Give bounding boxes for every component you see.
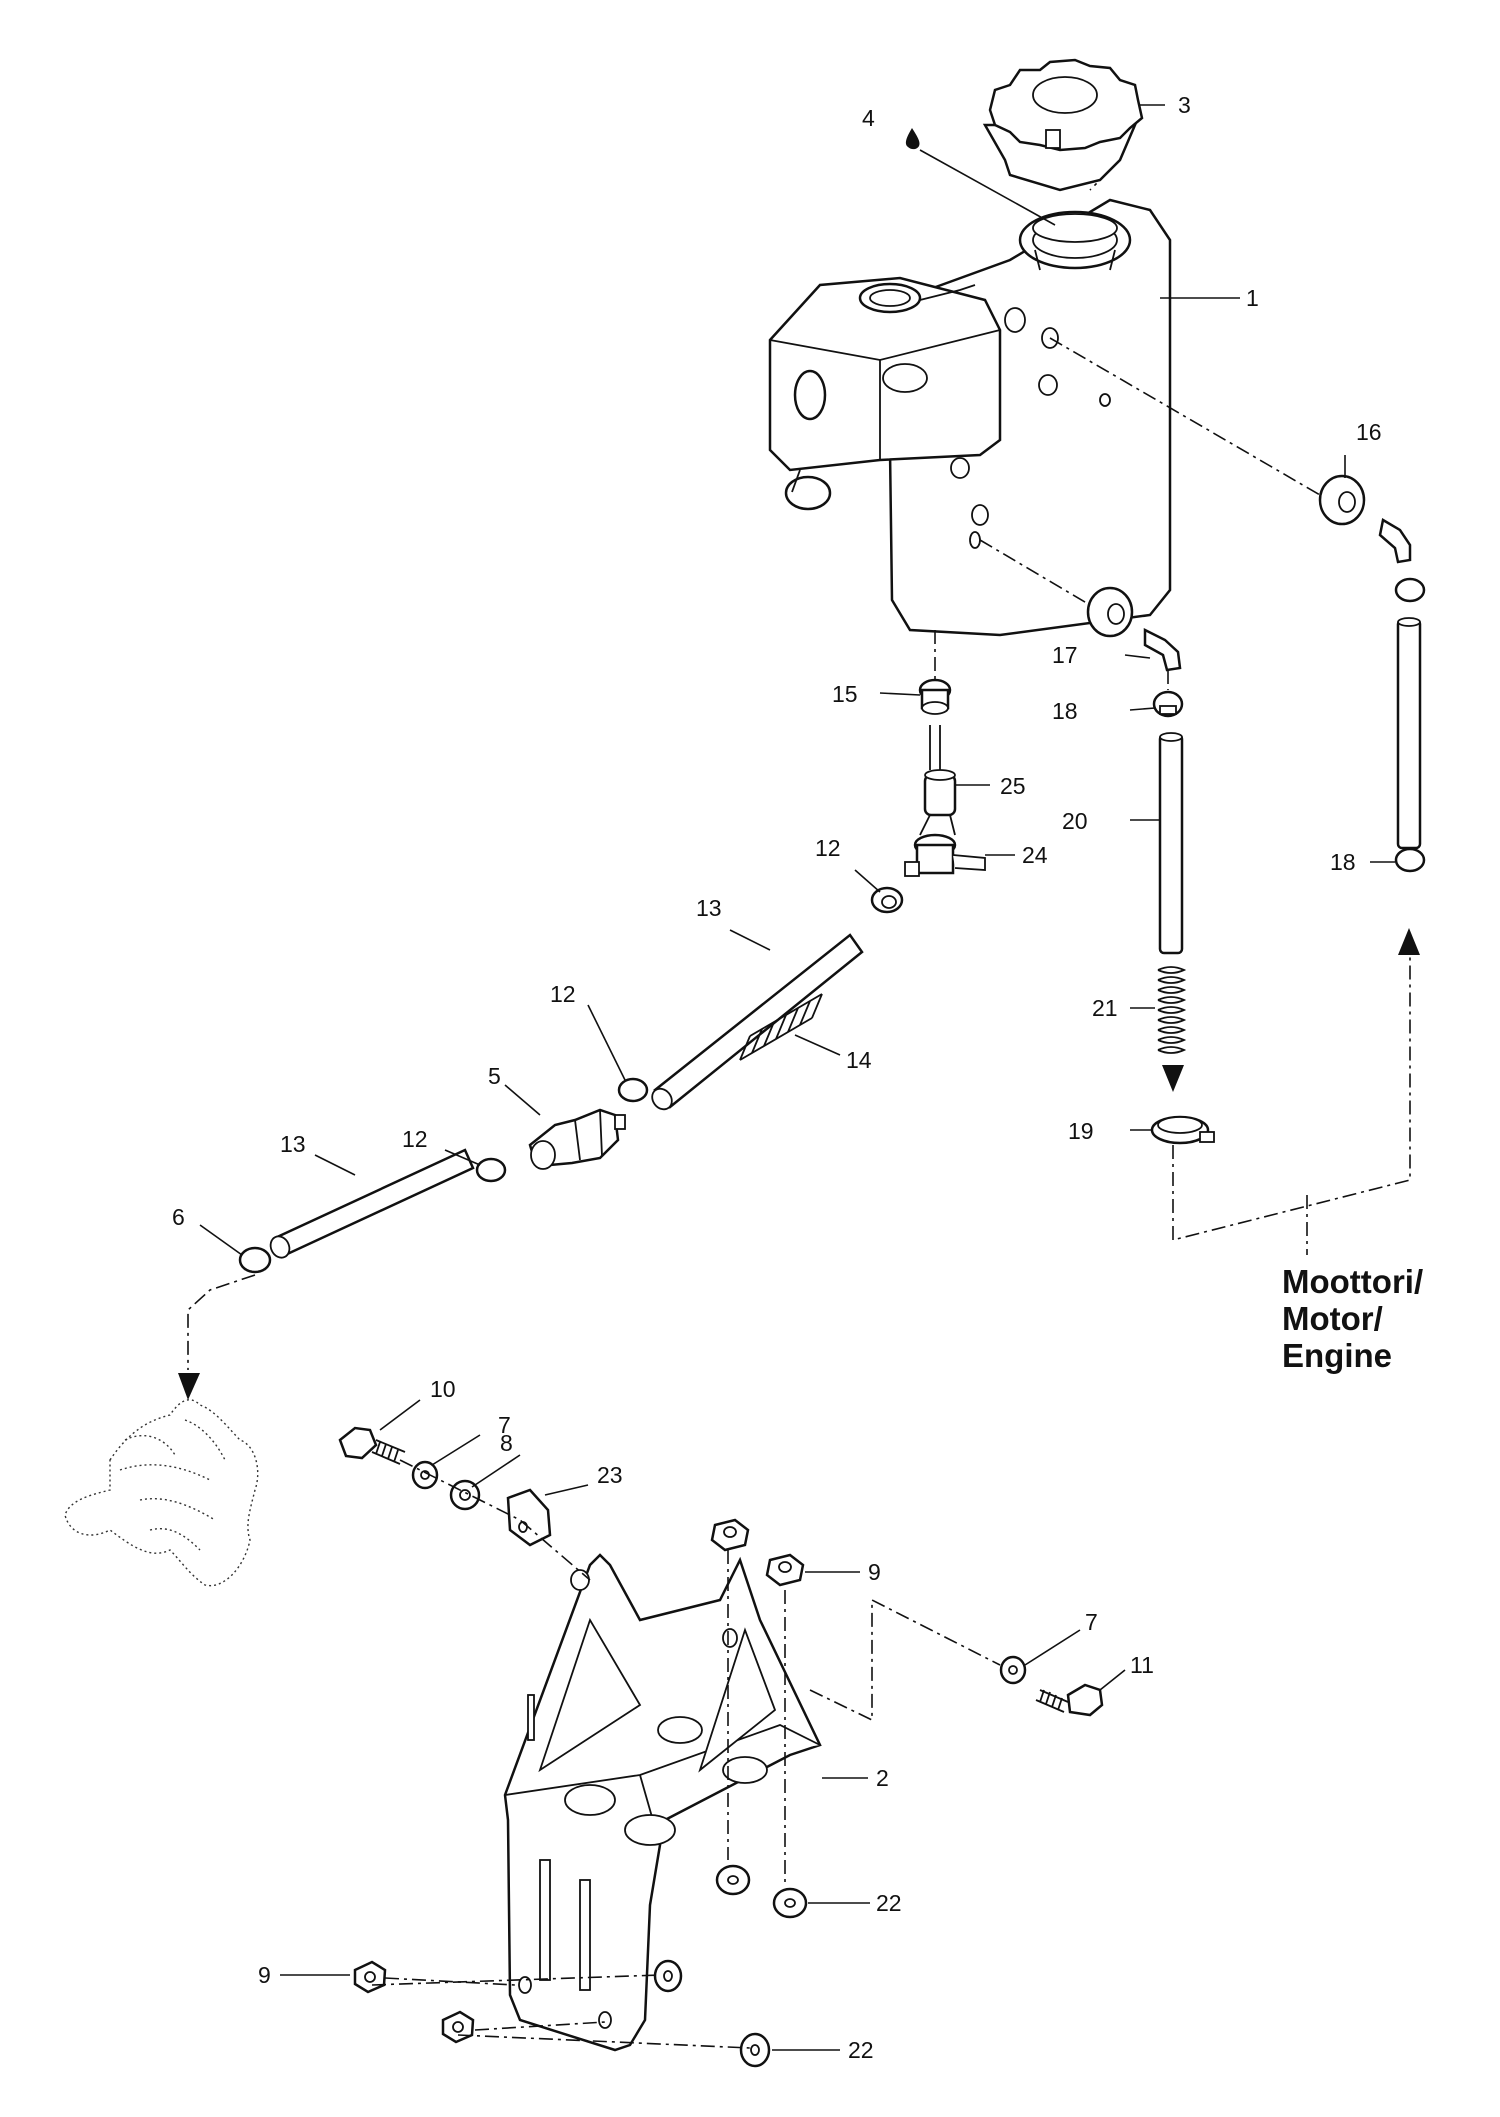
callout-20: 20 bbox=[1062, 808, 1088, 834]
callout-9-upper: 9 bbox=[868, 1559, 881, 1585]
arrow-down-icon-engine-side bbox=[178, 1373, 200, 1400]
elbow-fitting-upper bbox=[1378, 518, 1412, 564]
callout-numbers: 1 3 4 16 17 18 18 20 21 19 15 25 24 12 1… bbox=[172, 92, 1382, 2063]
hose-20-left bbox=[1158, 732, 1184, 955]
arrow-up-icon bbox=[1398, 928, 1420, 955]
callout-1: 1 bbox=[1246, 285, 1259, 311]
hose-clamp-12-upper bbox=[870, 886, 904, 914]
nut-9-lower-right bbox=[441, 2010, 475, 2044]
callout-22-upper: 22 bbox=[876, 1890, 902, 1916]
callout-7-upper: 7 bbox=[498, 1412, 511, 1438]
callout-3: 3 bbox=[1178, 92, 1191, 118]
nut-9-upper-left bbox=[710, 1518, 750, 1552]
callout-25: 25 bbox=[1000, 773, 1026, 799]
hose-clamp-12-lower bbox=[475, 1157, 507, 1183]
grommet-upper bbox=[1318, 474, 1366, 526]
spring-14 bbox=[739, 993, 823, 1061]
bolt-11 bbox=[1035, 1683, 1104, 1717]
assembly-lines bbox=[187, 169, 1411, 2049]
callout-8: 8 bbox=[500, 1430, 513, 1456]
callout-12-top: 12 bbox=[815, 835, 841, 861]
spring-21 bbox=[1157, 966, 1187, 1054]
washer-7-upper bbox=[411, 1460, 439, 1490]
washer-8 bbox=[449, 1479, 481, 1511]
hose-clamp-6 bbox=[238, 1246, 272, 1274]
callout-21: 21 bbox=[1092, 995, 1118, 1021]
callout-24: 24 bbox=[1022, 842, 1048, 868]
callout-14: 14 bbox=[846, 1047, 872, 1073]
hose-clamp-18-left bbox=[1152, 690, 1184, 718]
washer-22-lower-left bbox=[653, 1959, 683, 1993]
nut-9-upper-right bbox=[765, 1553, 805, 1587]
elbow-fitting-lower bbox=[1143, 627, 1182, 672]
engine-label-line2: Motor/ bbox=[1282, 1300, 1383, 1337]
hose-clamp-12-mid bbox=[617, 1077, 649, 1103]
fitting-25 bbox=[919, 769, 957, 836]
washer-22-upper-left bbox=[715, 1864, 751, 1896]
fuel-hose-13-lower bbox=[269, 1148, 475, 1259]
callout-19: 19 bbox=[1068, 1118, 1094, 1144]
callout-22-lower: 22 bbox=[848, 2037, 874, 2063]
callout-17: 17 bbox=[1052, 642, 1078, 668]
washer-22-lower-right bbox=[739, 2032, 771, 2068]
callout-11: 11 bbox=[1130, 1652, 1154, 1678]
callout-13-top: 13 bbox=[696, 895, 722, 921]
nut-9-lower-left bbox=[353, 1960, 387, 1994]
washer-22-upper-right bbox=[772, 1887, 808, 1919]
engine-carburetor-outline bbox=[64, 1399, 259, 1587]
valve-24 bbox=[904, 833, 986, 877]
callout-5: 5 bbox=[488, 1063, 501, 1089]
fuel-filter-5 bbox=[528, 1108, 626, 1170]
mounting-bracket bbox=[503, 1553, 822, 2052]
arrow-down-icon bbox=[1162, 1065, 1184, 1092]
callout-7-right: 7 bbox=[1085, 1609, 1098, 1635]
filler-cap bbox=[982, 58, 1144, 192]
callout-12-mid: 12 bbox=[550, 981, 576, 1007]
leader-lines bbox=[199, 104, 1395, 2051]
engine-label-line1: Moottori/ bbox=[1282, 1263, 1423, 1300]
hose-clamp-18-right-top bbox=[1394, 577, 1426, 603]
oil-drop-icon bbox=[905, 128, 920, 150]
engine-connection-label: Moottori/ Motor/ Engine bbox=[1282, 1263, 1423, 1374]
callout-9-lower: 9 bbox=[258, 1962, 271, 1988]
hose-20-right bbox=[1396, 617, 1422, 850]
bushing-15 bbox=[918, 678, 952, 715]
hose-clamp-19 bbox=[1150, 1115, 1215, 1145]
callout-12-low: 12 bbox=[402, 1126, 428, 1152]
callout-6: 6 bbox=[172, 1204, 185, 1230]
bolt-10 bbox=[338, 1426, 406, 1465]
callout-4: 4 bbox=[862, 105, 875, 131]
callout-18-left: 18 bbox=[1052, 698, 1078, 724]
pickup-tube bbox=[929, 725, 941, 770]
washer-7-right bbox=[999, 1655, 1027, 1685]
grommet-lower bbox=[1086, 586, 1134, 638]
callout-10: 10 bbox=[430, 1376, 456, 1402]
callout-18-right: 18 bbox=[1330, 849, 1356, 875]
callout-13-low: 13 bbox=[280, 1131, 306, 1157]
oil-tank bbox=[768, 198, 1172, 637]
callout-16: 16 bbox=[1356, 419, 1382, 445]
callout-23: 23 bbox=[597, 1462, 623, 1488]
callout-15: 15 bbox=[832, 681, 858, 707]
engine-label-line3: Engine bbox=[1282, 1337, 1392, 1374]
fuel-hose-13-upper bbox=[651, 933, 864, 1111]
hose-clamp-18-right-bottom bbox=[1394, 847, 1426, 873]
callout-2: 2 bbox=[876, 1765, 889, 1791]
